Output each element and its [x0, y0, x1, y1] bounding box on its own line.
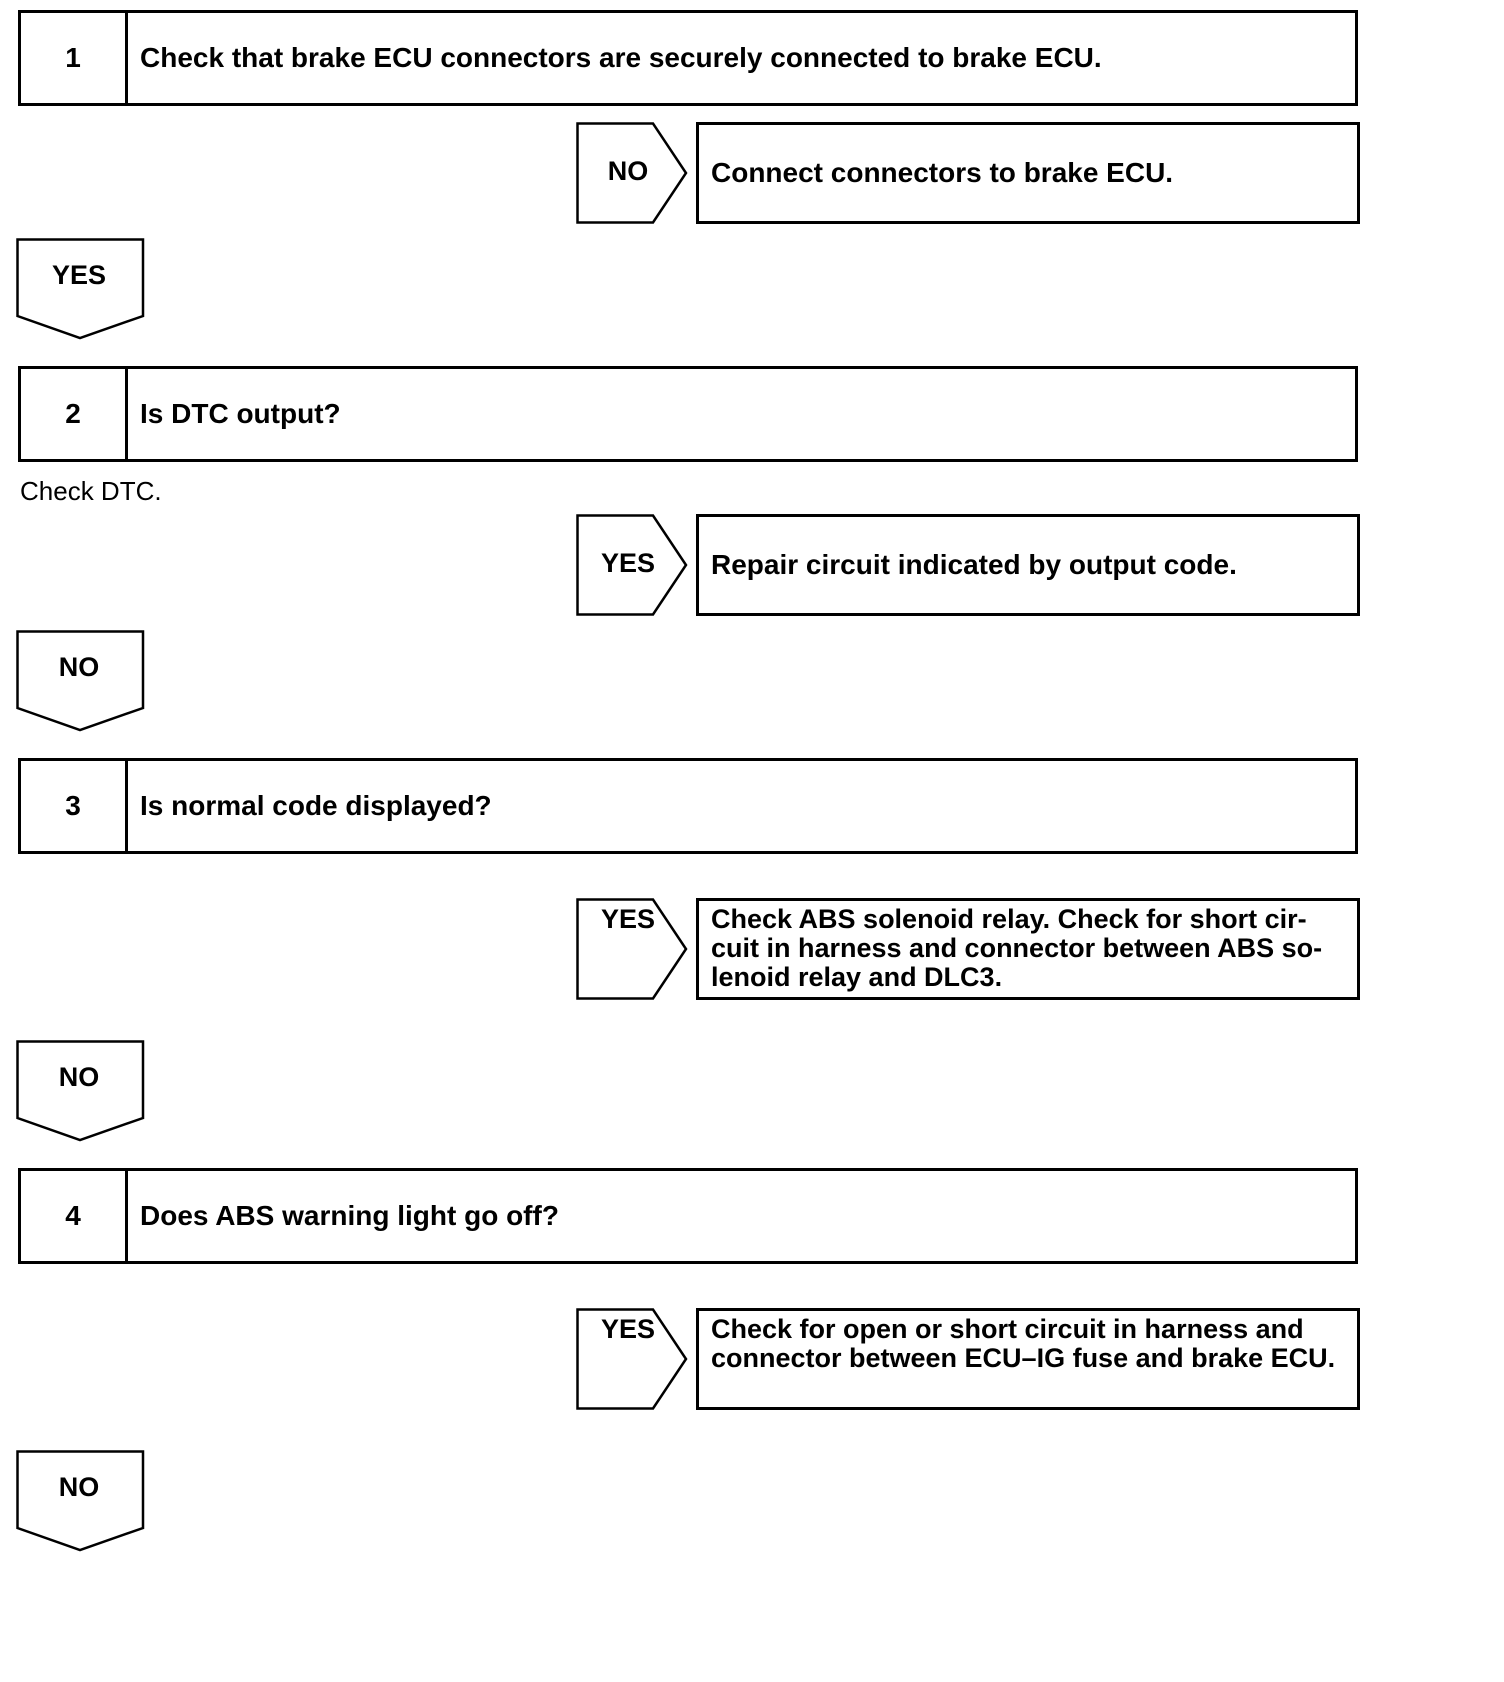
step-question: Is DTC output? [140, 398, 341, 429]
branch-label: YES [600, 1314, 656, 1344]
branch-1: NO Connect connectors to brake ECU. [576, 122, 1360, 224]
right-arrow-shape [576, 122, 688, 224]
action-line: Check ABS solenoid relay. Check for shor… [711, 904, 1307, 934]
step-number: 4 [21, 1171, 128, 1261]
step-3-box: 3 Is normal code displayed? [18, 758, 1358, 854]
step-question: Check that brake ECU connectors are secu… [140, 42, 1102, 73]
down-arrow-label: NO [58, 652, 100, 682]
right-arrow-shape [576, 514, 688, 616]
action-line: connector between ECU–IG fuse and brake … [711, 1343, 1336, 1373]
branch-3: YES Check ABS solenoid relay. Check for … [576, 898, 1360, 1000]
step-question: Is normal code displayed? [140, 790, 492, 821]
down-arrow-label: YES [51, 260, 107, 290]
branch-action: Connect connectors to brake ECU. [696, 122, 1360, 224]
action-line: lenoid relay and DLC3. [711, 962, 1003, 992]
action-line: Check for open or short circuit in harne… [711, 1314, 1304, 1344]
down-arrow-label: NO [58, 1062, 100, 1092]
branch-4: YES Check for open or short circuit in h… [576, 1308, 1360, 1410]
step-4-box: 4 Does ABS warning light go off? [18, 1168, 1358, 1264]
action-line: cuit in harness and connector between AB… [711, 933, 1323, 963]
branch-2: YES Repair circuit indicated by output c… [576, 514, 1360, 616]
down-arrow-shape [16, 238, 145, 340]
down-arrow-label: NO [58, 1472, 100, 1502]
down-arrow-4: NO [16, 1450, 146, 1552]
step-number: 3 [21, 761, 128, 851]
right-arrow-shape [576, 898, 688, 1000]
step-2-box: 2 Is DTC output? [18, 366, 1358, 462]
down-arrow-shape [16, 1450, 145, 1552]
down-arrow-shape [16, 1040, 145, 1142]
branch-action: Repair circuit indicated by output code. [696, 514, 1360, 616]
branch-label: YES [600, 548, 656, 578]
down-arrow-3: NO [16, 1040, 146, 1142]
step-number: 2 [21, 369, 128, 459]
down-arrow-shape [16, 630, 145, 732]
step-number: 1 [21, 13, 128, 103]
down-arrow-1: YES [16, 238, 146, 340]
branch-label: YES [600, 904, 656, 934]
branch-label: NO [607, 156, 649, 186]
step-question: Does ABS warning light go off? [140, 1200, 559, 1231]
step-note: Check DTC. [20, 476, 162, 506]
step-1-box: 1 Check that brake ECU connectors are se… [18, 10, 1358, 106]
branch-action: Check ABS solenoid relay. Check for shor… [696, 898, 1360, 1000]
right-arrow-shape [576, 1308, 688, 1410]
branch-action: Check for open or short circuit in harne… [696, 1308, 1360, 1410]
down-arrow-2: NO [16, 630, 146, 732]
